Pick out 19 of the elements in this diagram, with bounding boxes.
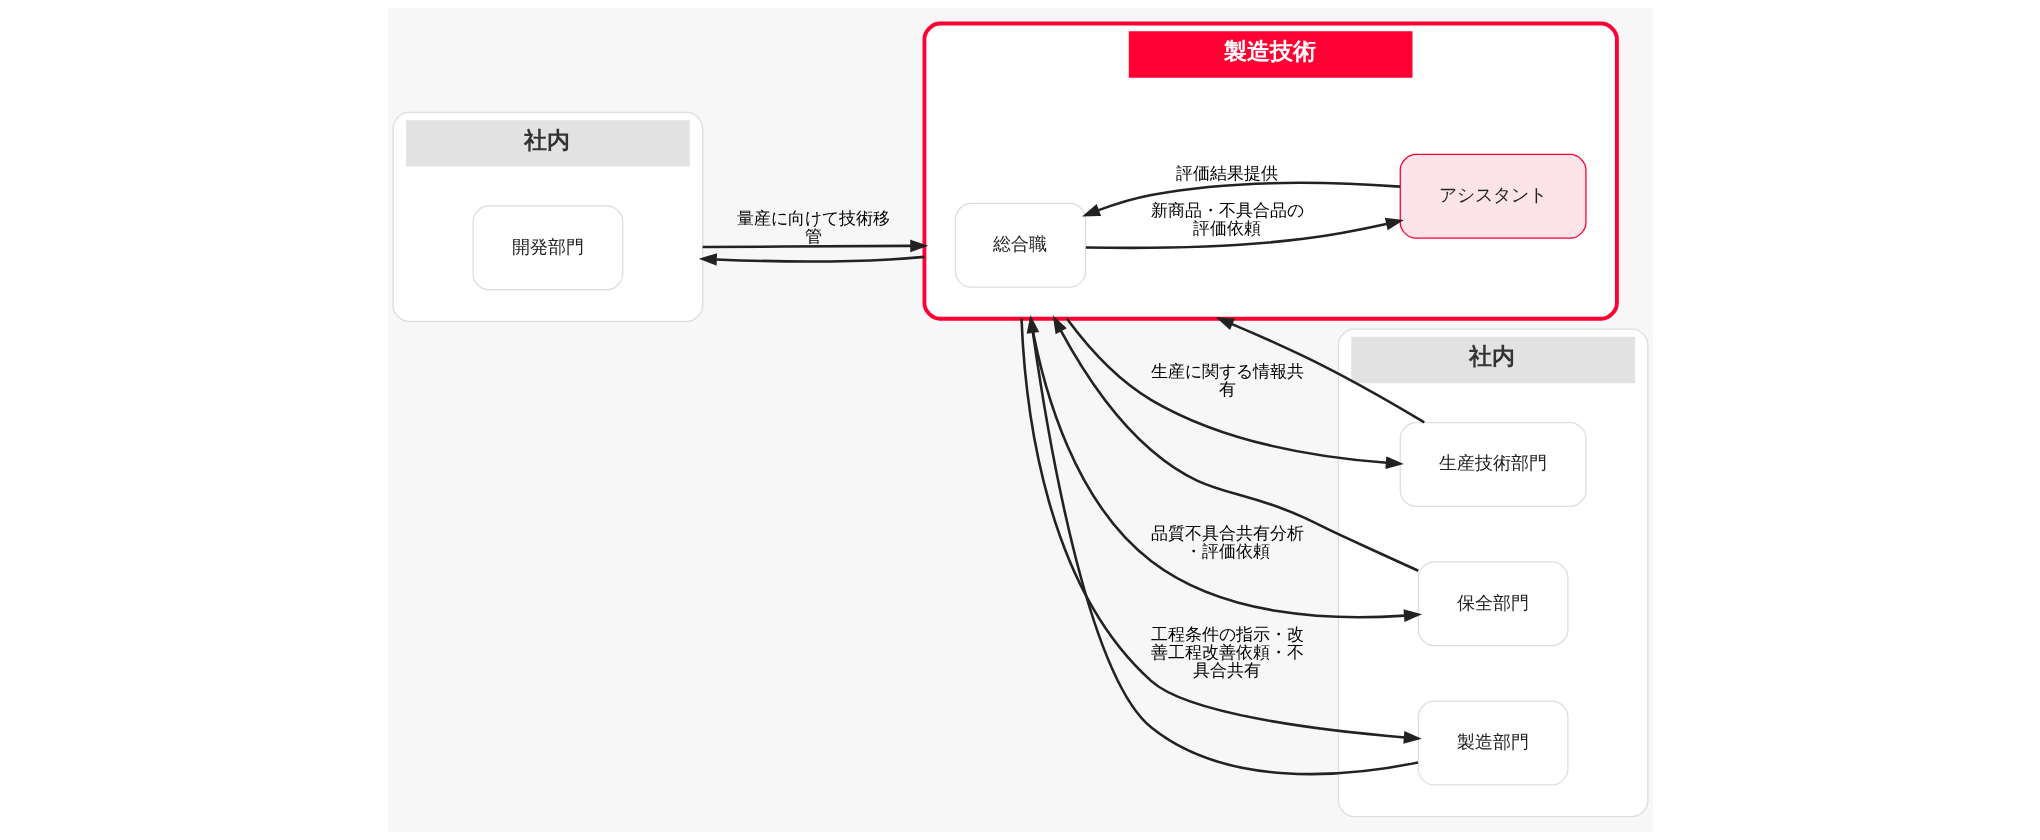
arrow — [702, 239, 928, 253]
node-box: 製造部門 — [1417, 700, 1569, 786]
edge-label: 品質不具合共有分析・評価依頼 — [1150, 522, 1304, 561]
edge-label: 評価結果提供 — [1175, 162, 1278, 183]
node-box: 開発部門 — [471, 205, 623, 291]
arrow — [1065, 318, 1404, 469]
node-box: 総合職 — [954, 202, 1086, 288]
arrow — [698, 253, 925, 266]
edge-label: 工程条件の指示・改善工程改善依頼・不具合共有 — [1150, 624, 1304, 681]
edge-label: 量産に向けて技術移管 — [736, 207, 890, 246]
arrow — [1085, 217, 1404, 250]
node-box: アシスタント — [1399, 153, 1587, 239]
edge-label: 新商品・不具合品の評価依頼 — [1150, 200, 1304, 239]
edge-label: 生産に関する情報共有 — [1150, 361, 1304, 400]
node-box: 生産技術部門 — [1399, 421, 1587, 508]
arrow — [1215, 317, 1425, 424]
node-box: 保全部門 — [1417, 561, 1569, 647]
arrow — [1052, 315, 1419, 572]
arrow — [1081, 181, 1400, 217]
